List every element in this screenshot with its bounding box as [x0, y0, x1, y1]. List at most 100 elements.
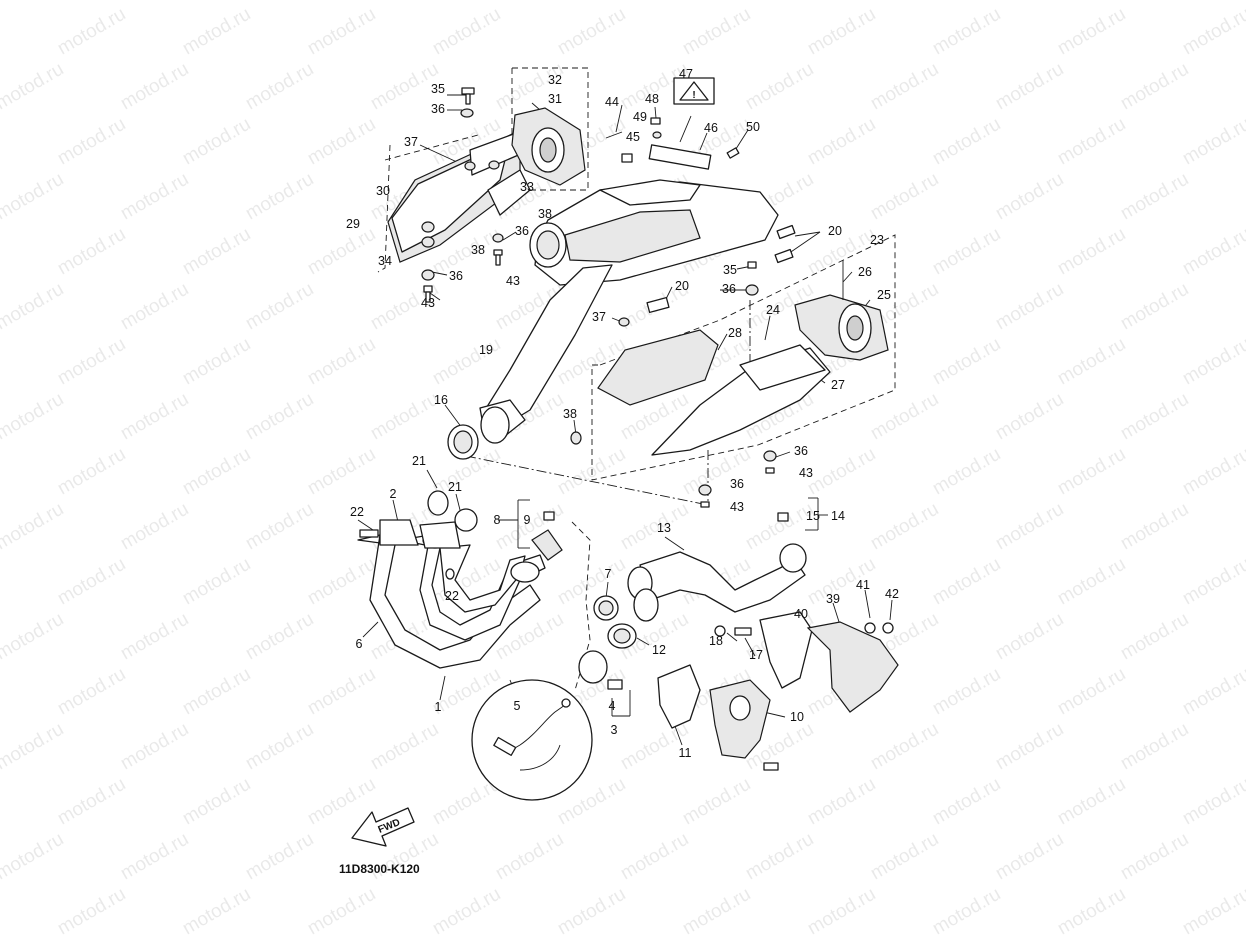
callout-49: 49 [633, 110, 647, 124]
watermark-text: motod.ru [867, 719, 942, 775]
watermark-text: motod.ru [242, 829, 317, 885]
watermark-text: motod.ru [242, 389, 317, 445]
watermark-text: motod.ru [242, 719, 317, 775]
callout-27: 27 [831, 378, 845, 392]
watermark-text: motod.ru [304, 884, 379, 935]
watermark-text: motod.ru [1117, 829, 1192, 885]
callout-42: 42 [885, 587, 899, 601]
watermark-text: motod.ru [304, 664, 379, 720]
watermark-text: motod.ru [1179, 884, 1246, 935]
callout-43: 43 [421, 296, 435, 310]
watermark-text: motod.ru [117, 829, 192, 885]
watermark-text: motod.ru [1179, 664, 1246, 720]
watermark-text: motod.ru [304, 4, 379, 60]
watermark-text: motod.ru [304, 444, 379, 500]
watermark-text: motod.ru [1117, 609, 1192, 665]
watermark-text: motod.ru [304, 554, 379, 610]
watermark-text: motod.ru [1117, 389, 1192, 445]
callout-25: 25 [877, 288, 891, 302]
watermark-text: motod.ru [1179, 224, 1246, 280]
watermark-text: motod.ru [242, 609, 317, 665]
watermark-text: motod.ru [367, 389, 442, 445]
callout-36: 36 [515, 224, 529, 238]
watermark-text: motod.ru [0, 389, 67, 445]
watermark-text: motod.ru [679, 774, 754, 830]
watermark-text: motod.ru [929, 224, 1004, 280]
watermark-text: motod.ru [867, 0, 942, 4]
callout-22: 22 [445, 589, 459, 603]
callout-11: 11 [679, 746, 692, 760]
watermark-text: motod.ru [179, 114, 254, 170]
callout-39: 39 [826, 592, 840, 606]
callout-13: 13 [657, 521, 671, 535]
watermark-text: motod.ru [992, 829, 1067, 885]
callout-43: 43 [799, 466, 813, 480]
callout-31: 31 [548, 92, 562, 106]
watermark-text: motod.ru [304, 334, 379, 390]
callout-1: 1 [435, 700, 442, 714]
callout-35: 35 [431, 82, 445, 96]
watermark-text: motod.ru [54, 224, 129, 280]
callout-36: 36 [449, 269, 463, 283]
callout-34: 34 [378, 254, 392, 268]
watermark-text: motod.ru [117, 169, 192, 225]
watermark-text: motod.ru [242, 169, 317, 225]
watermark-text: motod.ru [117, 719, 192, 775]
watermark-text: motod.ru [242, 499, 317, 555]
fasteners [421, 87, 777, 508]
callout-19: 19 [479, 343, 493, 357]
callout-28: 28 [728, 326, 742, 340]
watermark-text: motod.ru [1054, 664, 1129, 720]
watermark-text: motod.ru [804, 884, 879, 935]
watermark-text: motod.ru [179, 884, 254, 935]
watermark-text: motod.ru [429, 334, 504, 390]
watermark-text: motod.ru [304, 224, 379, 280]
watermark-text: motod.ru [867, 829, 942, 885]
watermark-text: motod.ru [117, 0, 192, 4]
watermark-text: motod.ru [179, 224, 254, 280]
watermark-text: motod.ru [742, 829, 817, 885]
watermark-text: motod.ru [1117, 169, 1192, 225]
watermark-text: motod.ru [992, 719, 1067, 775]
callout-21: 21 [448, 480, 462, 494]
watermark-text: motod.ru [929, 554, 1004, 610]
watermark-text: motod.ru [0, 0, 67, 4]
callout-37: 37 [592, 310, 606, 324]
watermark-text: motod.ru [1117, 59, 1192, 115]
watermark-text: motod.ru [929, 334, 1004, 390]
callout-48: 48 [645, 92, 659, 106]
silencer-assembly [597, 260, 889, 456]
bracket-and-guard-parts [657, 611, 899, 771]
callout-43: 43 [730, 500, 744, 514]
callout-20: 20 [675, 279, 689, 293]
callout-4: 4 [609, 699, 616, 713]
callout-46: 46 [704, 121, 718, 135]
watermark-text: motod.ru [429, 4, 504, 60]
watermark-text: motod.ru [742, 499, 817, 555]
watermark-text: motod.ru [742, 59, 817, 115]
watermark-text: motod.ru [929, 4, 1004, 60]
watermark-text: motod.ru [54, 774, 129, 830]
watermark-text: motod.ru [617, 0, 692, 4]
watermark-text: motod.ru [617, 829, 692, 885]
watermark-text: motod.ru [1179, 774, 1246, 830]
watermark-text: motod.ru [242, 279, 317, 335]
watermark-text: motod.ru [1179, 114, 1246, 170]
watermark-text: motod.ru [929, 444, 1004, 500]
watermark-text: motod.ru [304, 114, 379, 170]
callout-38: 38 [471, 243, 485, 257]
callout-32: 32 [548, 73, 562, 87]
callout-9: 9 [524, 513, 531, 527]
watermark-text: motod.ru [0, 499, 67, 555]
callout-15: 15 [806, 509, 820, 523]
callout-36: 36 [722, 282, 736, 296]
watermark-text: motod.ru [992, 279, 1067, 335]
watermark-text: motod.ru [804, 114, 879, 170]
callout-29: 29 [346, 217, 360, 231]
callout-numbers: 1 2 3 4 5 6 7 8 9 10 11 12 13 14 15 16 1… [346, 67, 899, 760]
watermark-text: motod.ru [1179, 334, 1246, 390]
callout-35: 35 [723, 263, 737, 277]
callout-7: 7 [605, 567, 612, 581]
